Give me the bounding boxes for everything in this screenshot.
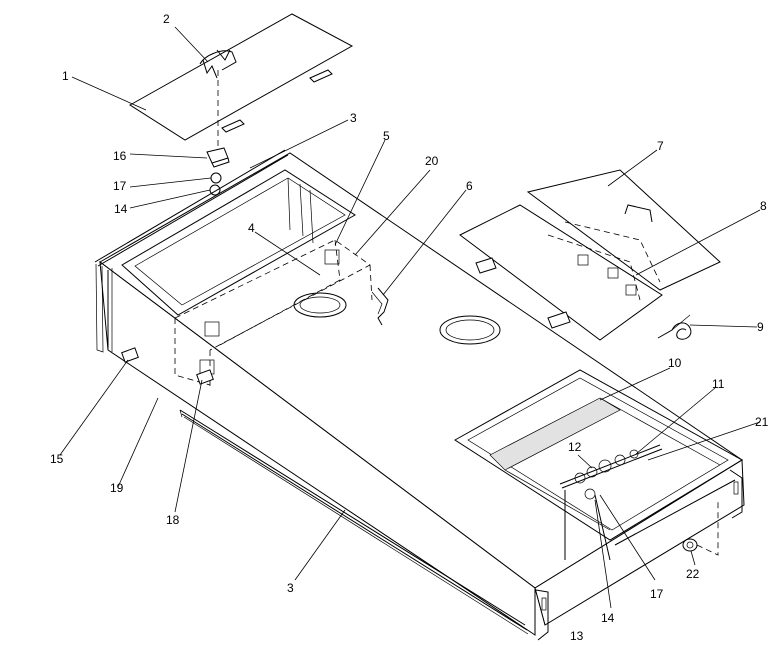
leader-lines	[59, 26, 761, 609]
knob	[682, 500, 719, 556]
round-hole-right	[439, 315, 501, 345]
callout-7: 7	[657, 139, 664, 153]
spring-9	[657, 314, 692, 340]
washer-17	[210, 172, 222, 184]
callout-2: 2	[163, 12, 170, 26]
latch-tab-15	[121, 347, 139, 363]
left-opening	[121, 169, 356, 316]
cover-hinge-hidden	[547, 221, 661, 301]
gasket-strip-bottom	[179, 409, 529, 635]
callout-11: 11	[712, 377, 725, 391]
lid-left	[129, 13, 354, 141]
callout-13: 13	[570, 629, 584, 643]
callout-14-top: 14	[114, 202, 128, 216]
callout-12: 12	[568, 440, 582, 454]
shaft-assembly	[559, 444, 736, 561]
callout-17-bottom: 17	[650, 587, 664, 601]
callout-8: 8	[760, 199, 767, 213]
callout-14-bottom: 14	[601, 611, 615, 625]
callout-20: 20	[425, 154, 439, 168]
callout-22: 22	[686, 567, 700, 581]
callout-1: 1	[62, 69, 69, 83]
callout-15: 15	[50, 452, 64, 466]
right-opening	[454, 369, 743, 541]
callout-21: 21	[755, 415, 769, 429]
callout-3-top: 3	[350, 111, 357, 125]
latch-clip-16	[206, 147, 230, 168]
callout-10: 10	[668, 356, 682, 370]
latch-tab-18	[196, 369, 214, 385]
callout-3-bottom: 3	[287, 581, 294, 595]
callout-labels: 1 2 3 3 4 5 6 7 8 9 10 11 12 13 14 14 15…	[50, 12, 769, 643]
callout-17-top: 17	[113, 179, 127, 193]
callout-5: 5	[383, 129, 390, 143]
callout-18: 18	[166, 513, 180, 527]
cover-bottom-right	[459, 204, 663, 341]
callout-19: 19	[110, 481, 124, 495]
spring-clip	[371, 287, 389, 326]
nut-14	[209, 184, 221, 196]
callout-4: 4	[248, 221, 255, 235]
callout-6: 6	[466, 179, 473, 193]
callout-16: 16	[113, 149, 127, 163]
callout-9: 9	[757, 320, 764, 334]
gasket-strip-top	[94, 149, 289, 353]
